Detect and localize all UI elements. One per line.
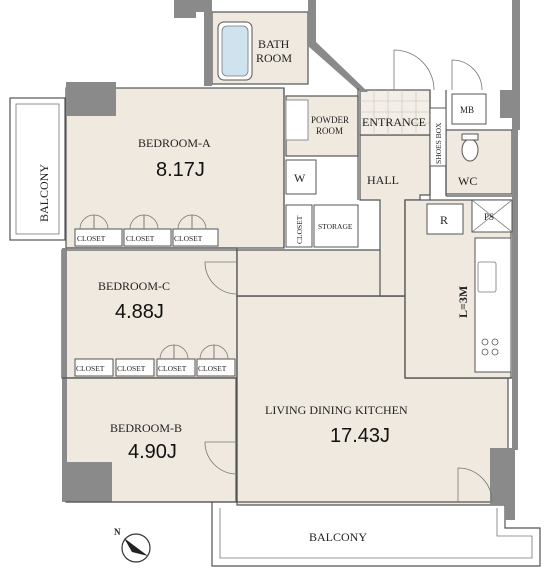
bedroom-b: BEDROOM-B 4.90J	[110, 421, 238, 475]
bath-room: BATH ROOM	[217, 21, 292, 81]
bedroom-a-area: 8.17J	[156, 159, 205, 181]
wc-room: WC	[458, 133, 479, 188]
bedroom-b-name: BEDROOM-B	[110, 421, 182, 435]
bedroom-c: BEDROOM-C 4.88J	[98, 261, 238, 323]
powder-label-line1: POWDER	[311, 115, 349, 125]
bath-label-line2: ROOM	[256, 51, 292, 65]
compass: N	[114, 527, 151, 563]
balcony-left: BALCONY	[9, 97, 66, 241]
closet-a1-label: CLOSET	[77, 234, 106, 243]
powder-room: POWDER ROOM	[285, 99, 349, 141]
balcony-left-label: BALCONY	[37, 164, 51, 222]
bedroom-c-name: BEDROOM-C	[98, 279, 170, 293]
closet-a3-label: CLOSET	[174, 234, 203, 243]
closet-m2-label: CLOSET	[117, 364, 146, 373]
corridor-storage: CLOSET STORAGE	[285, 204, 359, 248]
powder-label-line2: ROOM	[316, 126, 343, 136]
partitions	[62, 88, 512, 503]
closet-m3-label: CLOSET	[158, 364, 187, 373]
walls	[62, 0, 520, 520]
balcony-bottom-label: BALCONY	[309, 530, 367, 544]
compass-label: N	[114, 527, 121, 537]
closet-m1-label: CLOSET	[76, 364, 105, 373]
kitchen-length-label: L=3M	[456, 286, 470, 318]
bedroom-a-name: BEDROOM-A	[138, 136, 211, 150]
ldk: LIVING DINING KITCHEN 17.43J	[265, 403, 493, 503]
entrance-label: ENTRANCE	[362, 115, 426, 129]
entrance: ENTRANCE SHOES BOX MB	[362, 49, 487, 167]
closet-label-vertical: CLOSET	[295, 215, 304, 244]
shoes-box-label: SHOES BOX	[434, 122, 443, 164]
storage-label: STORAGE	[318, 222, 353, 231]
closet-m4-label: CLOSET	[198, 364, 227, 373]
bedroom-b-area: 4.90J	[128, 441, 177, 463]
bedroom-a: BEDROOM-A 8.17J CLOSET CLOSET CLOSET	[74, 136, 219, 247]
bath-label-line1: BATH	[258, 37, 290, 51]
ldk-name: LIVING DINING KITCHEN	[265, 403, 408, 417]
balcony-bottom: BALCONY	[211, 502, 541, 567]
closet-a2-label: CLOSET	[126, 234, 155, 243]
closets-middle: CLOSET CLOSET CLOSET CLOSET	[74, 344, 236, 377]
hall-label: HALL	[367, 173, 399, 187]
wc-floor	[445, 129, 513, 195]
washer-label: W	[294, 171, 306, 185]
entrance-tiles	[359, 89, 431, 136]
fridge-label: R	[440, 213, 448, 227]
kitchen: R PS L=3M	[426, 199, 513, 373]
wc-label: WC	[458, 174, 477, 188]
north-arrow-icon	[124, 538, 148, 556]
ldk-area: 17.43J	[330, 425, 390, 447]
bedroom-c-floor	[61, 249, 238, 379]
washer: W	[285, 159, 317, 195]
mb-label: MB	[460, 105, 474, 115]
ps-label: PS	[484, 212, 494, 222]
bedroom-c-area: 4.88J	[115, 301, 164, 323]
